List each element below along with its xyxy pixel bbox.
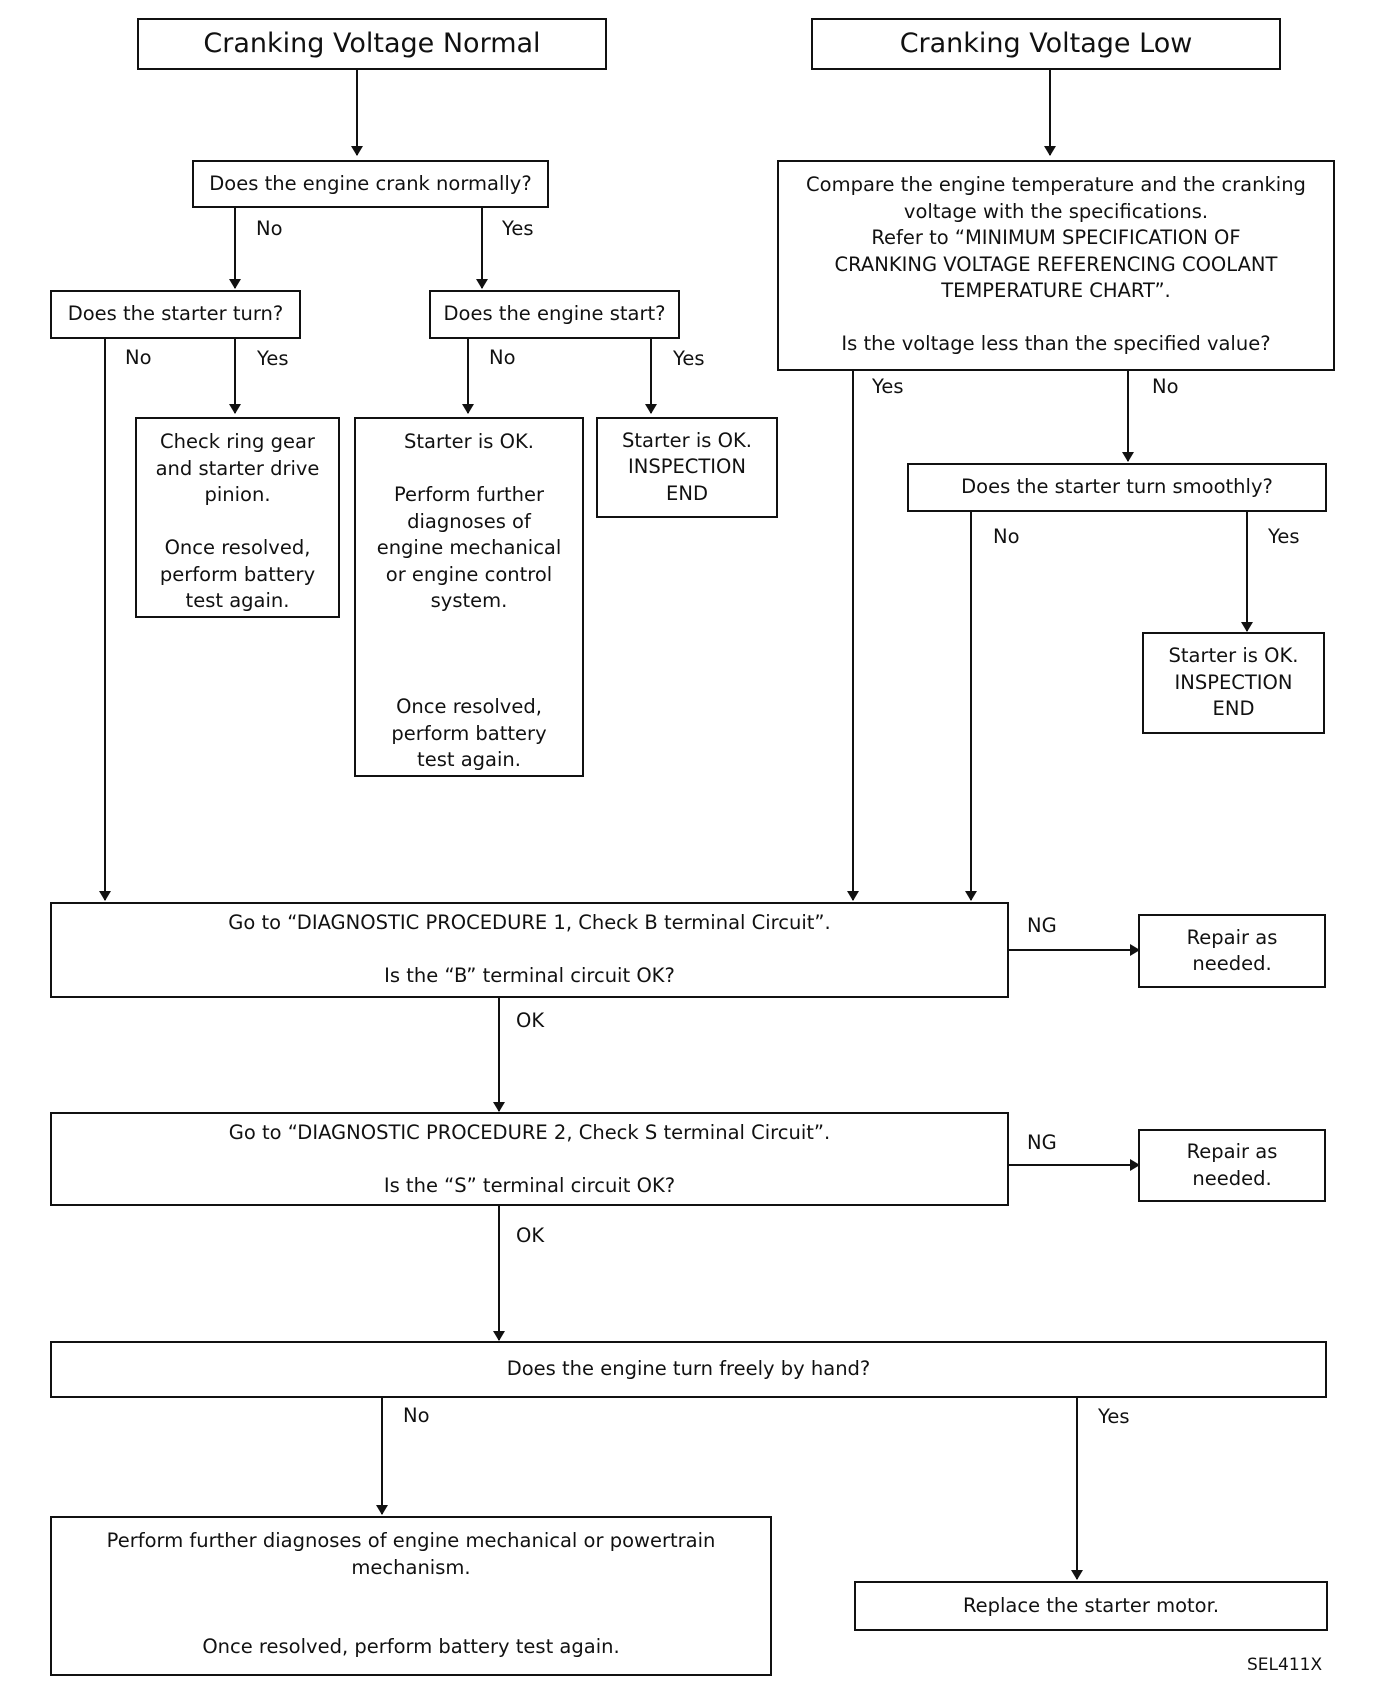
label-proc1-ng: NG bbox=[1027, 914, 1057, 937]
label-starter-turn-no: No bbox=[125, 346, 152, 369]
action-replace-starter-motor: Replace the starter motor. bbox=[854, 1581, 1328, 1631]
question-diagnostic-procedure-1: Go to “DIAGNOSTIC PROCEDURE 1, Check B t… bbox=[50, 902, 1009, 998]
label-engine-start-yes: Yes bbox=[673, 347, 705, 370]
action-further-diagnoses-powertrain: Perform further diagnoses of engine mech… bbox=[50, 1516, 772, 1676]
figure-code: SEL411X bbox=[1247, 1655, 1323, 1675]
label-proc2-ng: NG bbox=[1027, 1131, 1057, 1154]
question-engine-turn-freely-by-hand: Does the engine turn freely by hand? bbox=[50, 1341, 1327, 1398]
label-voltage-no: No bbox=[1152, 375, 1179, 398]
question-starter-turn-smoothly: Does the starter turn smoothly? bbox=[907, 463, 1327, 512]
label-engine-start-no: No bbox=[489, 346, 516, 369]
question-engine-crank-normally: Does the engine crank normally? bbox=[192, 160, 549, 208]
label-smoothly-yes: Yes bbox=[1268, 525, 1300, 548]
action-compare-engine-temperature: Compare the engine temperature and the c… bbox=[777, 160, 1335, 371]
result-starter-ok-inspection-end-2: Starter is OK. INSPECTION END bbox=[1142, 632, 1325, 734]
label-hand-yes: Yes bbox=[1098, 1405, 1130, 1428]
label-proc1-ok: OK bbox=[516, 1009, 545, 1032]
question-diagnostic-procedure-2: Go to “DIAGNOSTIC PROCEDURE 2, Check S t… bbox=[50, 1112, 1009, 1206]
label-smoothly-no: No bbox=[993, 525, 1020, 548]
result-starter-ok-further-diagnoses: Starter is OK. Perform further diagnoses… bbox=[354, 417, 584, 777]
title-cranking-voltage-low: Cranking Voltage Low bbox=[811, 18, 1281, 70]
label-voltage-yes: Yes bbox=[872, 375, 904, 398]
label-crank-no: No bbox=[256, 217, 283, 240]
title-cranking-voltage-normal: Cranking Voltage Normal bbox=[137, 18, 607, 70]
label-starter-turn-yes: Yes bbox=[257, 347, 289, 370]
action-repair-as-needed-1: Repair as needed. bbox=[1138, 914, 1326, 988]
result-starter-ok-inspection-end-1: Starter is OK. INSPECTION END bbox=[596, 417, 778, 518]
label-hand-no: No bbox=[403, 1404, 430, 1427]
action-repair-as-needed-2: Repair as needed. bbox=[1138, 1129, 1326, 1202]
label-proc2-ok: OK bbox=[516, 1224, 545, 1247]
question-starter-turn: Does the starter turn? bbox=[50, 290, 301, 339]
question-engine-start: Does the engine start? bbox=[429, 290, 680, 339]
label-crank-yes: Yes bbox=[502, 217, 534, 240]
action-check-ring-gear: Check ring gear and starter drive pinion… bbox=[135, 417, 340, 618]
